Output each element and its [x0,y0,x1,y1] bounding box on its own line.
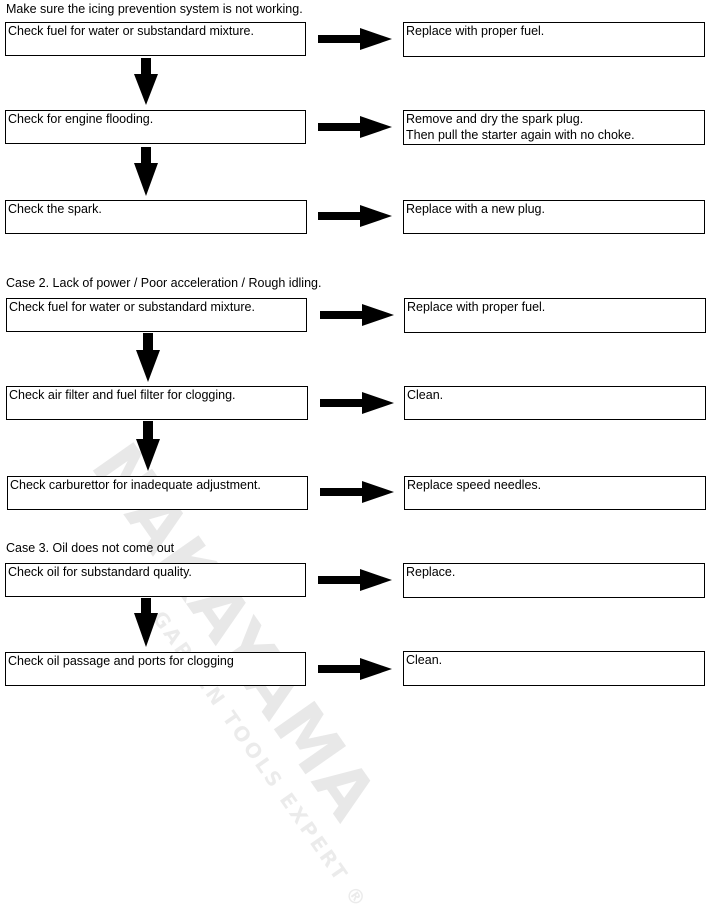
case2-action-1: Replace with proper fuel. [407,300,546,314]
case1-check-box-1: Check fuel for water or substandard mixt… [5,22,306,56]
case1-check-box-2: Check for engine flooding. [5,110,306,144]
case2-check-2: Check air filter and fuel filter for clo… [9,388,236,402]
case3-action-box-2: Clean. [403,651,705,686]
right-arrow [318,28,392,50]
case3-check-box-2: Check oil passage and ports for clogging [5,652,306,686]
case3-action-2: Clean. [406,653,443,667]
case2-action-box-1: Replace with proper fuel. [404,298,706,333]
case1-action-2-line-1: Remove and dry the spark plug. [406,112,584,126]
right-arrow [318,569,392,591]
down-arrow [134,58,158,105]
case1-action-3: Replace with a new plug. [406,202,545,216]
case1-heading: Make sure the icing prevention system is… [6,2,303,16]
right-arrow [318,658,392,680]
case3-check-1: Check oil for substandard quality. [8,565,192,579]
case2-check-box-2: Check air filter and fuel filter for clo… [6,386,308,420]
right-arrow [318,116,392,138]
case2-check-box-3: Check carburettor for inadequate adjustm… [7,476,308,510]
case1-action-box-1: Replace with proper fuel. [403,22,705,57]
case1-check-1: Check fuel for water or substandard mixt… [8,24,254,38]
right-arrow [320,392,394,414]
case1-check-2: Check for engine flooding. [8,112,154,126]
case3-action-1: Replace. [406,565,456,579]
case2-heading: Case 2. Lack of power / Poor acceleratio… [6,276,322,290]
case2-action-3: Replace speed needles. [407,478,542,492]
case3-check-box-1: Check oil for substandard quality. [5,563,306,597]
case1-check-box-3: Check the spark. [5,200,307,234]
flow-arrows [134,28,394,680]
case1-action-box-3: Replace with a new plug. [403,200,705,234]
case2-check-box-1: Check fuel for water or substandard mixt… [6,298,307,332]
case1-action-1: Replace with proper fuel. [406,24,545,38]
case1-check-3: Check the spark. [8,202,102,216]
case2-action-box-2: Clean. [404,386,706,420]
down-arrow [136,333,160,382]
down-arrow [134,147,158,196]
case1-action-2-line-2: Then pull the starter again with no chok… [406,128,635,142]
right-arrow [320,304,394,326]
case3-check-2: Check oil passage and ports for clogging [8,654,234,668]
case2-check-3: Check carburettor for inadequate adjustm… [10,478,261,492]
case2-action-box-3: Replace speed needles. [404,476,706,510]
case2-check-1: Check fuel for water or substandard mixt… [9,300,255,314]
case3-action-box-1: Replace. [403,563,705,598]
right-arrow [318,205,392,227]
watermark-registered-mark: ® [339,881,373,914]
right-arrow [320,481,394,503]
case2-action-2: Clean. [407,388,444,402]
case3-heading: Case 3. Oil does not come out [6,541,175,555]
down-arrow [134,598,158,647]
case1-action-box-2: Remove and dry the spark plug. Then pull… [403,110,705,145]
down-arrow [136,421,160,471]
